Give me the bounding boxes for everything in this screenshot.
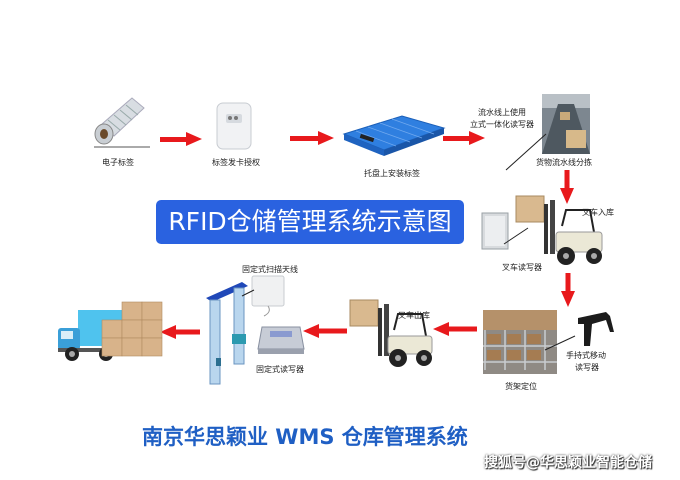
arrow-down-icon	[561, 273, 575, 307]
tag-roll-icon	[94, 97, 150, 148]
step-label-shelf: 货架定位	[505, 382, 537, 391]
antenna-panel-icon	[251, 275, 285, 317]
step-label-forklift-out: 叉车出库	[398, 311, 430, 320]
company-caption: 南京华思颖业 WMS 仓库管理系统	[142, 425, 468, 449]
arrow-down-icon	[560, 170, 574, 204]
step-label-conveyor: 货物流水线分拣	[536, 158, 592, 167]
forklift-in-icon	[503, 195, 603, 265]
pallet-icon	[342, 115, 446, 156]
arrow-left-icon	[433, 322, 477, 336]
conveyor-photo-icon	[505, 94, 590, 171]
arrow-right-icon	[290, 131, 334, 145]
forklift-reader-icon	[481, 212, 509, 250]
conveyor-note-line-2: 立式一体化读写器	[470, 120, 534, 129]
shelf-photo-icon	[483, 310, 576, 374]
arrow-left-icon	[160, 325, 200, 339]
handheld-label-line-2: 读写器	[575, 363, 599, 372]
arrow-right-icon	[160, 132, 202, 146]
card-issuer-icon	[216, 102, 252, 150]
conveyor-note-line-1: 流水线上使用	[478, 108, 526, 117]
step-label-forklift-in: 叉车入库	[582, 208, 614, 217]
arrow-left-icon	[303, 324, 347, 338]
handheld-reader-icon	[578, 312, 614, 346]
truck-icon	[58, 301, 163, 361]
gate-reader-note: 固定式读写器	[256, 365, 304, 374]
arrow-right-icon	[443, 131, 485, 145]
step-label-issuer: 标签发卡授权	[212, 158, 260, 167]
step-label-pallet: 托盘上安装标签	[364, 169, 420, 178]
forklift-out-icon	[349, 299, 433, 367]
handheld-label-line-1: 手持式移动	[566, 351, 606, 360]
step-label-rfid-tag: 电子标签	[102, 158, 134, 167]
diagram-title: RFID仓储管理系统示意图	[156, 200, 464, 244]
watermark: 搜狐号@华思颖业智能仓储	[484, 455, 652, 471]
forklift-in-note: 叉车读写器	[502, 263, 542, 272]
step-label-gate: 固定式扫描天线	[242, 265, 298, 274]
fixed-reader-icon	[257, 326, 305, 354]
gate-antenna-icon	[206, 282, 255, 385]
